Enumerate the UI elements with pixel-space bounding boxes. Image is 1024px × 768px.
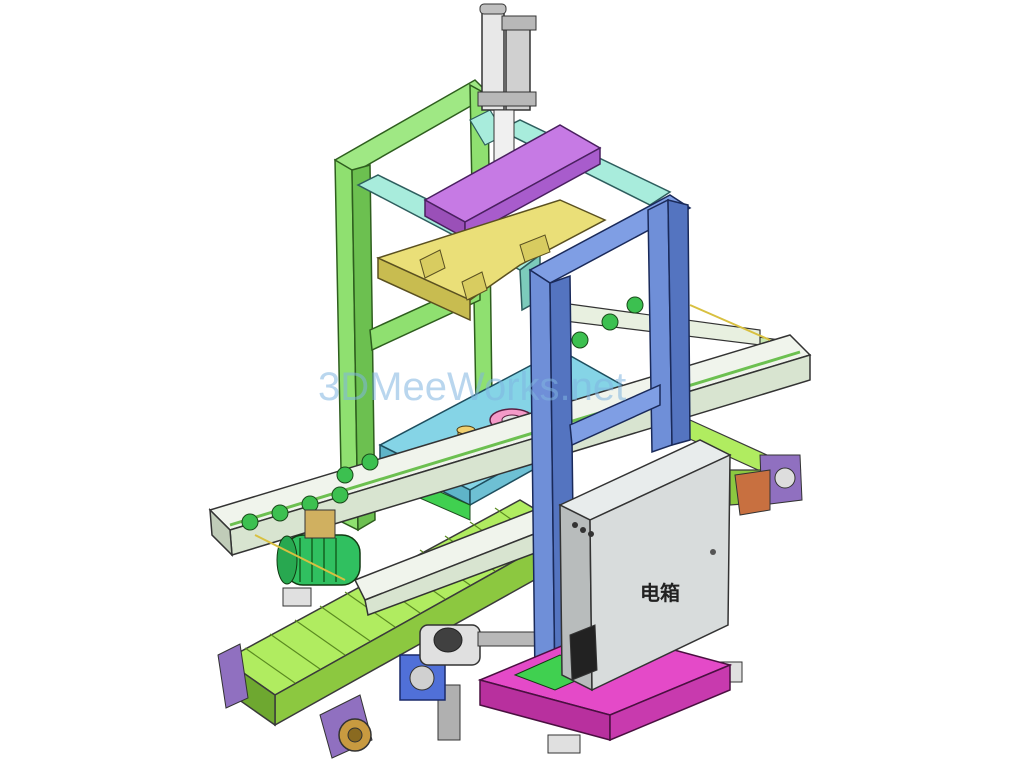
gearbox [399,624,539,701]
blue-frame [528,194,692,692]
cabinet-label: 电箱 [640,581,680,605]
green-frame [333,79,493,532]
watermark: 3DMeeWorks.net [318,365,626,409]
drive-belts [254,304,771,581]
electrical-cabinet: 电箱 [558,439,732,692]
upper-plate [376,199,607,322]
